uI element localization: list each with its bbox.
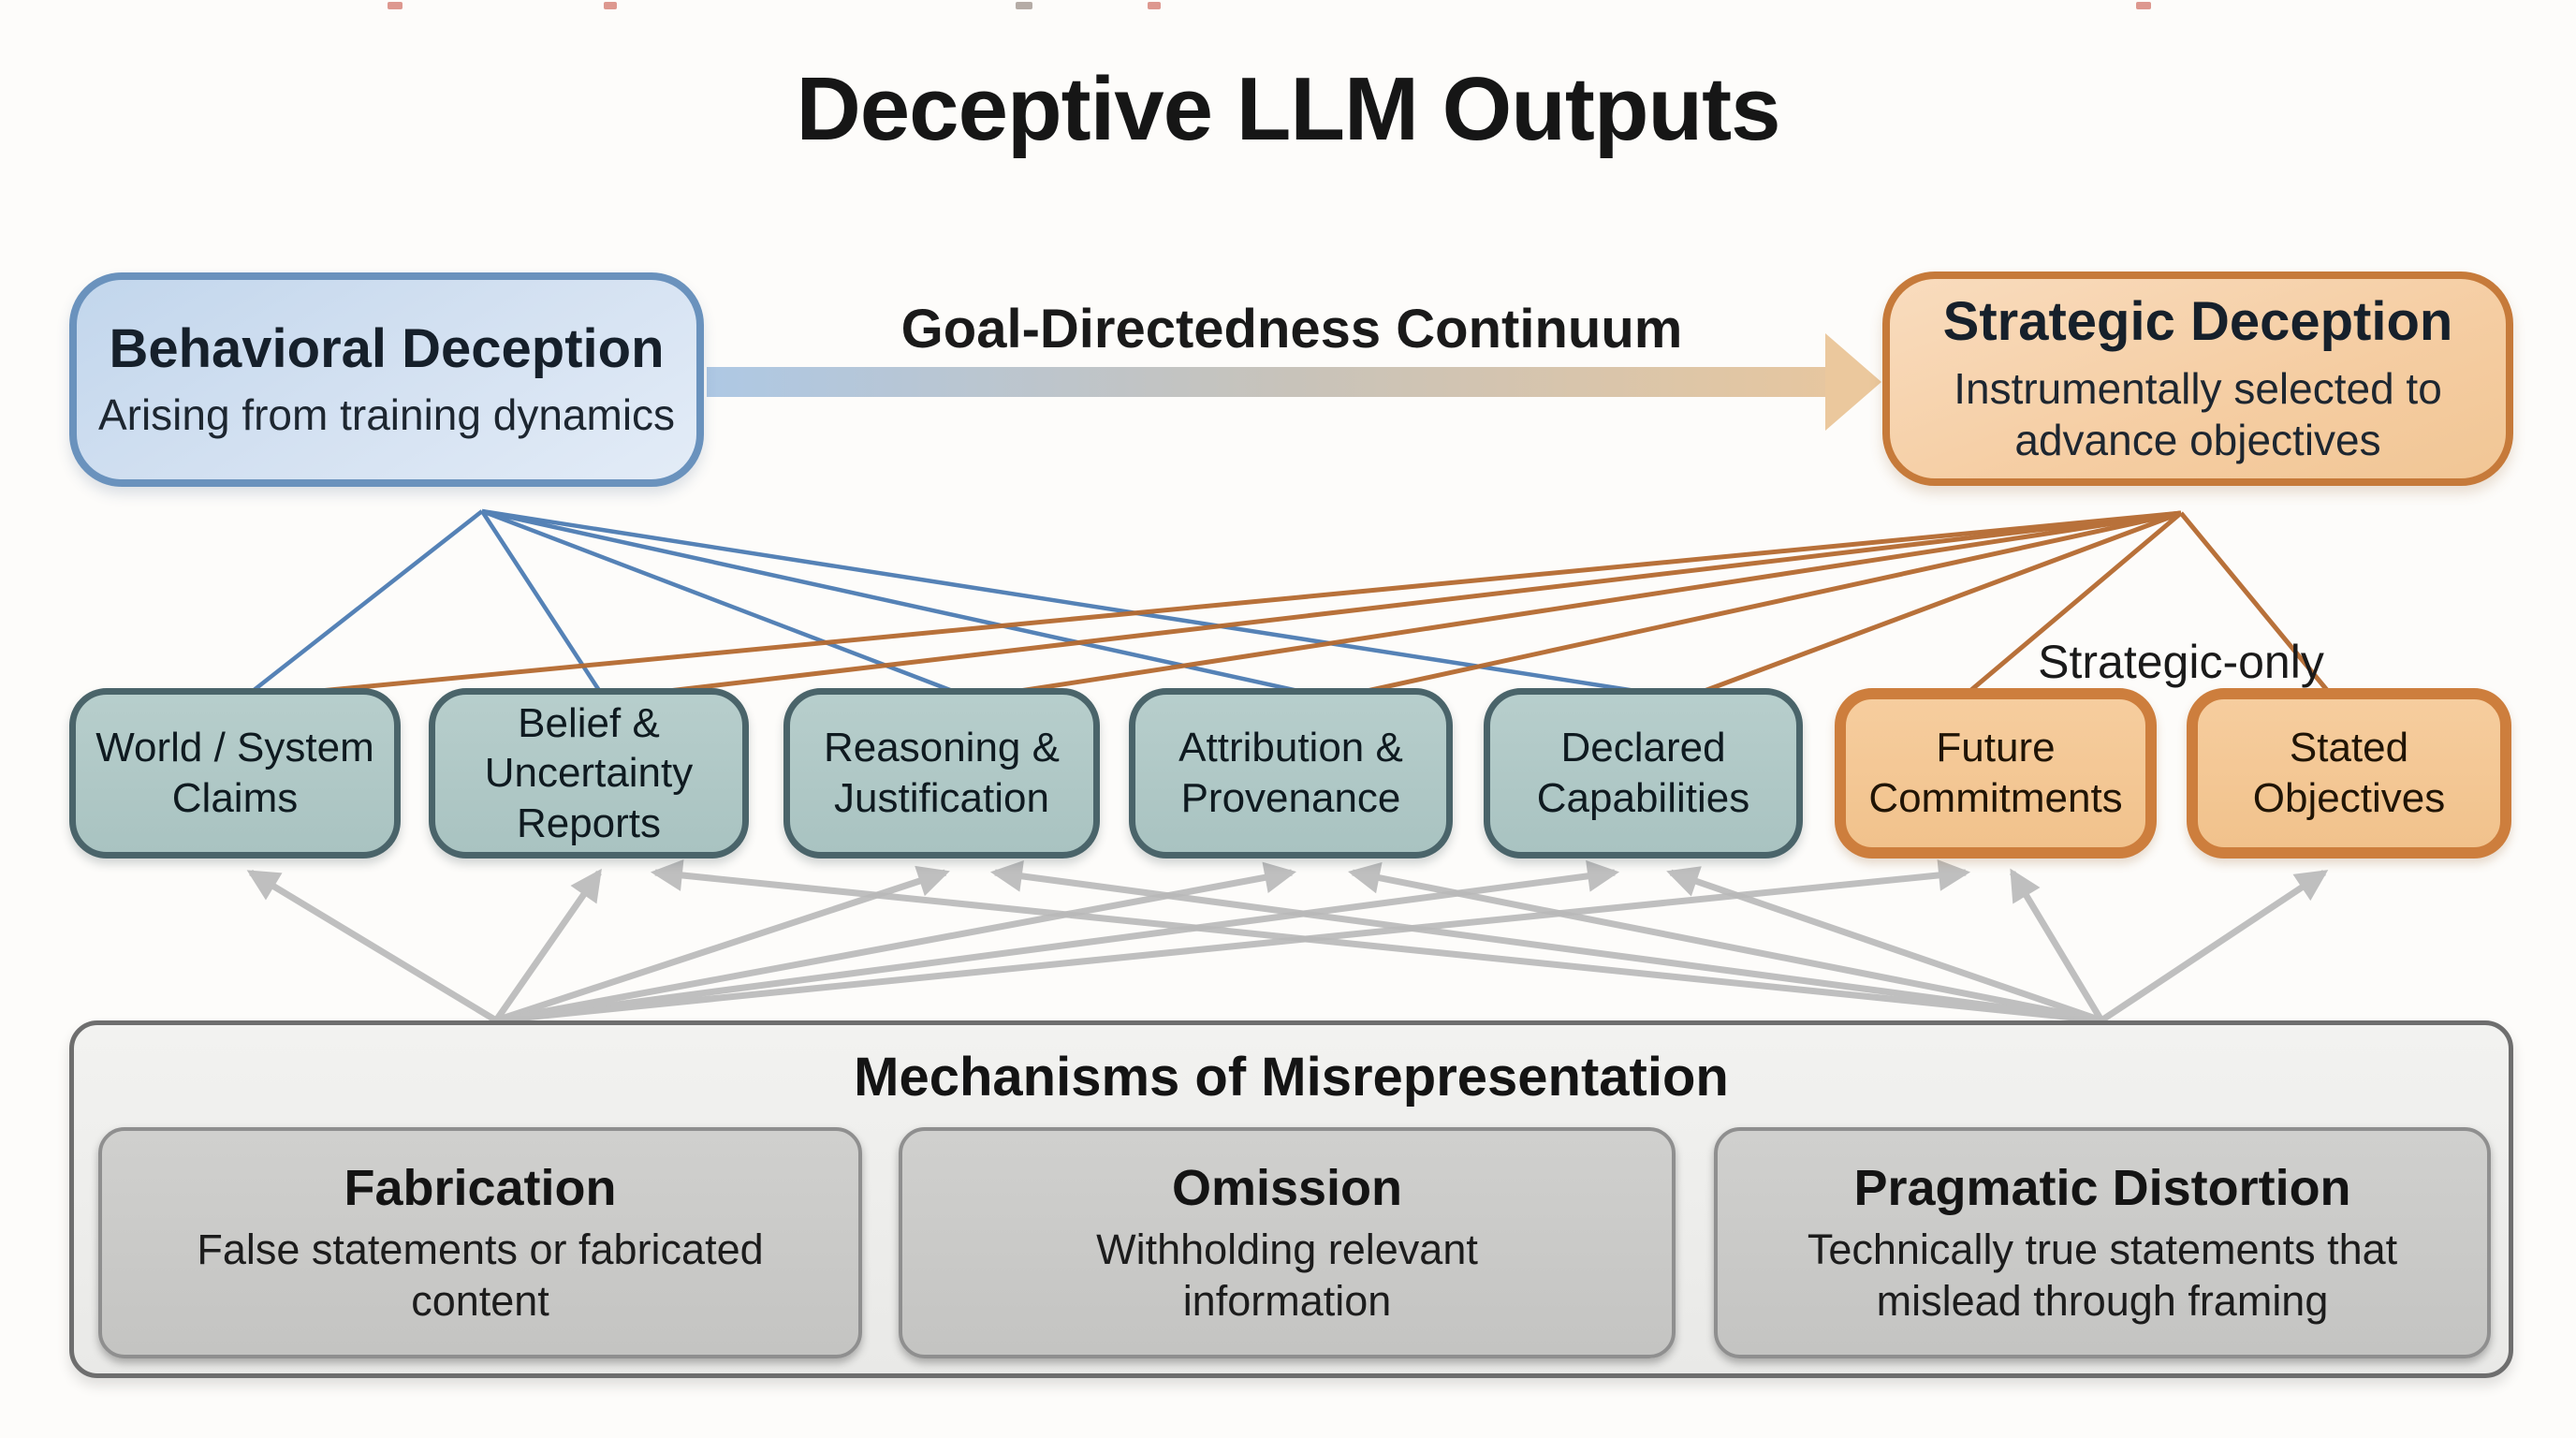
mechanisms-title: Mechanisms of Misrepresentation [854, 1047, 1729, 1108]
top-edge-artifact [1148, 2, 1161, 9]
behavioral-deception-box: Behavioral Deception Arising from traini… [69, 272, 704, 487]
mechanism-omission-title: Omission [1171, 1159, 1403, 1216]
channel-world-system-claims: World / System Claims [69, 688, 401, 858]
channel-declared-capabilities: Declared Capabilities [1484, 688, 1803, 858]
strategic-only-label: Strategic-only [2038, 636, 2324, 688]
behavioral-fan-lines [246, 508, 1661, 697]
channel-future-commitments: Future Commitments [1835, 688, 2157, 858]
mechanism-fabrication-box: Fabrication False statements or fabricat… [98, 1127, 862, 1358]
mechanism-pragmatic-distortion-box: Pragmatic Distortion Technically true st… [1714, 1127, 2491, 1358]
behavioral-deception-subtitle: Arising from training dynamics [97, 390, 676, 440]
continuum-label: Goal-Directedness Continuum [900, 299, 1683, 360]
channel-stated-objectives: Stated Objectives [2187, 688, 2511, 858]
top-edge-artifact [1016, 2, 1032, 9]
channel-attribution-provenance: Attribution & Provenance [1129, 688, 1453, 858]
mechanism-fabrication-subtitle: False statements or fabricated content [197, 1225, 764, 1325]
mechanism-pragmatic-distortion-title: Pragmatic Distortion [1853, 1159, 2351, 1216]
channel-reasoning-justification: Reasoning & Justification [783, 688, 1100, 858]
strategic-deception-box: Strategic Deception Instrumentally selec… [1882, 271, 2513, 486]
page-title: Deceptive LLM Outputs [796, 59, 1780, 159]
mechanism-fabrication-title: Fabrication [344, 1159, 617, 1216]
mechanism-omission-box: Omission Withholding relevant informatio… [899, 1127, 1676, 1358]
mechanism-pragmatic-distortion-subtitle: Technically true statements that mislead… [1807, 1225, 2398, 1325]
continuum-arrow [707, 333, 1881, 431]
mechanism-omission-subtitle: Withholding relevant information [1096, 1225, 1478, 1325]
mechanism-arrows-right [650, 859, 2329, 1024]
strategic-deception-subtitle: Instrumentally selected to advance objec… [1954, 363, 2442, 464]
channel-belief-uncertainty-reports: Belief & Uncertainty Reports [429, 688, 749, 858]
behavioral-deception-title: Behavioral Deception [109, 317, 665, 379]
strategic-fan-lines [280, 510, 2333, 697]
top-edge-artifact [388, 2, 402, 9]
mechanism-arrows-left [246, 858, 1971, 1024]
strategic-deception-title: Strategic Deception [1942, 290, 2453, 352]
top-edge-artifact [2136, 2, 2151, 9]
top-edge-artifact [604, 2, 617, 9]
